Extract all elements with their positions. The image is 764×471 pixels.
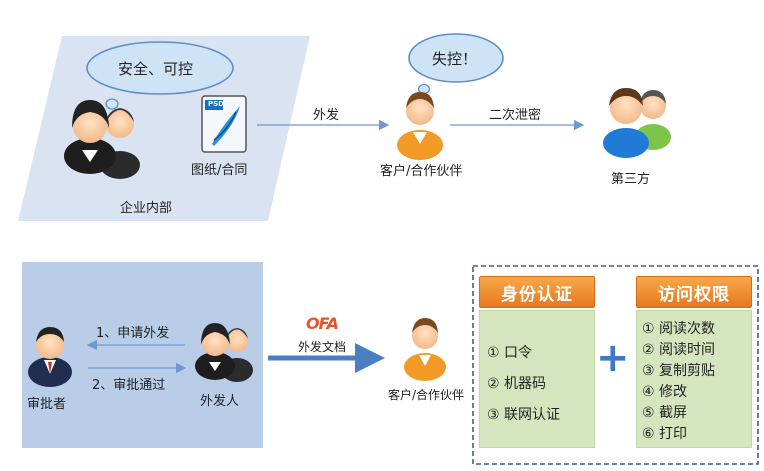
identity-item: ① 口令 bbox=[487, 345, 533, 361]
psd-tag: PSD bbox=[208, 100, 224, 108]
company-thought-bubble bbox=[86, 41, 234, 121]
outgoing-doc-label: 外发文档 bbox=[298, 340, 347, 354]
ofa-logo: OFA bbox=[306, 314, 339, 333]
access-rights-panel bbox=[636, 310, 752, 448]
access-item: ① 阅读次数 bbox=[642, 321, 716, 337]
sender-label: 外发人 bbox=[200, 394, 240, 409]
third-party-label: 第三方 bbox=[611, 172, 651, 187]
leak-label: 二次泄密 bbox=[489, 108, 542, 123]
control-container bbox=[472, 265, 759, 465]
identity-auth-header: 身份认证 bbox=[479, 276, 595, 308]
send-label: 外发 bbox=[313, 108, 340, 123]
approver-label: 审批者 bbox=[27, 397, 67, 412]
client-label-top: 客户/合作伙伴 bbox=[380, 164, 463, 179]
client-label-bottom: 客户/合作伙伴 bbox=[388, 388, 465, 402]
company-internal-region bbox=[18, 36, 310, 221]
identity-item: ③ 联网认证 bbox=[487, 407, 561, 423]
plus-sign: + bbox=[596, 335, 630, 381]
access-rights-header: 访问权限 bbox=[636, 276, 752, 308]
access-item: ④ 修改 bbox=[642, 384, 688, 400]
client-avatar-bottom bbox=[404, 318, 446, 381]
company-internal-label: 企业内部 bbox=[120, 201, 173, 216]
access-item: ③ 复制剪贴 bbox=[642, 363, 716, 379]
approver-avatar bbox=[28, 327, 72, 387]
access-item: ⑤ 截屏 bbox=[642, 405, 688, 421]
third-party-avatar bbox=[603, 88, 671, 158]
client-thought-bubble bbox=[408, 33, 504, 103]
client-bubble-text: 失控！ bbox=[432, 50, 478, 68]
psd-document-icon bbox=[201, 95, 247, 153]
identity-auth-panel bbox=[479, 310, 595, 448]
identity-item: ② 机器码 bbox=[487, 376, 547, 392]
company-bubble-text: 安全、可控 bbox=[118, 60, 194, 78]
step-request: 1、申请外发 bbox=[96, 326, 170, 341]
doc-label: 图纸/合同 bbox=[191, 163, 248, 178]
ofa-document-icon bbox=[304, 313, 344, 335]
access-item: ⑥ 打印 bbox=[642, 426, 688, 442]
access-item: ② 阅读时间 bbox=[642, 342, 716, 358]
step-approve: 2、审批通过 bbox=[92, 378, 166, 393]
client-avatar-top bbox=[397, 92, 443, 160]
sender-avatar bbox=[195, 323, 253, 382]
company-employee-avatar bbox=[64, 100, 140, 179]
